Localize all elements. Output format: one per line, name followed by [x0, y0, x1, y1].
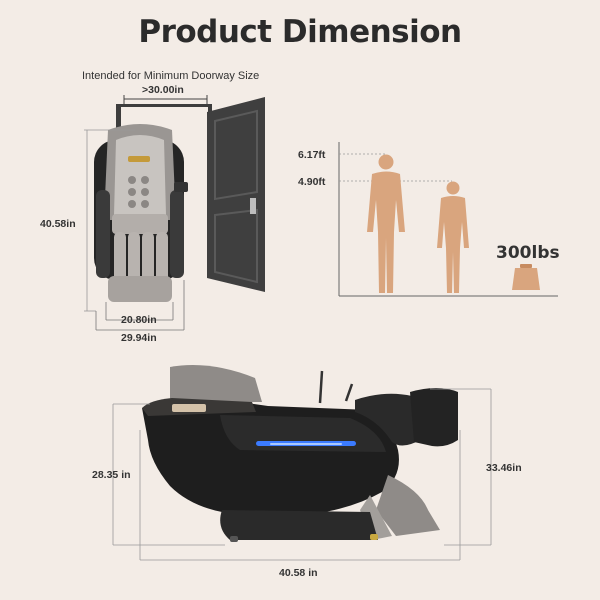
- side-length-label: 40.58 in: [279, 567, 318, 579]
- short-person-figure: [437, 181, 469, 293]
- reclined-height-dimension-line: [430, 388, 492, 546]
- doorway-dimension-line: [123, 95, 208, 104]
- max-height-label: 6.17ft: [298, 149, 326, 161]
- side-height-dimension-line: [112, 403, 225, 546]
- tall-person-figure: [367, 154, 405, 293]
- door: [207, 97, 265, 292]
- chair-side-view: [142, 365, 458, 542]
- outer-width-label: 29.94in: [121, 332, 157, 344]
- min-height-label: 4.90ft: [298, 176, 326, 188]
- front-width-dimension-lines: [95, 280, 185, 331]
- max-weight-label: 300lbs: [496, 243, 560, 263]
- height-axes: [338, 142, 558, 297]
- front-height-label: 40.58in: [40, 218, 76, 230]
- doorway-caption: Intended for Minimum Doorway Size: [82, 70, 260, 82]
- doorway-width-label: >30.00in: [142, 84, 184, 96]
- page-title: Product Dimension: [138, 14, 462, 50]
- chair-front-view: [94, 124, 188, 302]
- weight-icon: [512, 264, 540, 290]
- front-height-dimension-line: [84, 129, 135, 312]
- reclined-height-label: 33.46in: [486, 462, 522, 474]
- inner-width-label: 20.80in: [121, 314, 157, 326]
- seat-height-label: 28.35 in: [92, 469, 131, 481]
- side-length-dimension-line: [139, 430, 461, 561]
